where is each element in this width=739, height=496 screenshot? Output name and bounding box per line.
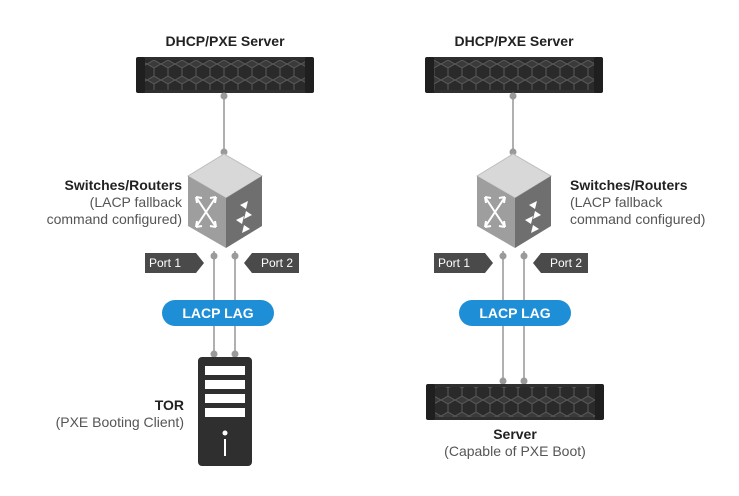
left-client-note: (PXE Booting Client) xyxy=(55,414,184,430)
left-switch-title: Switches/Routers xyxy=(64,177,182,193)
right-switch-arrows-icon xyxy=(525,201,541,233)
right-dhcp-title: DHCP/PXE Server xyxy=(454,33,574,49)
right-uplink-dot-top xyxy=(509,92,517,100)
left-port1-tag xyxy=(145,253,204,273)
left-link-2-dot-bottom xyxy=(231,350,239,358)
left-switch-note-2: command configured) xyxy=(46,211,182,227)
left-diagram xyxy=(136,57,314,466)
left-port2-tag xyxy=(244,253,299,273)
right-port1-label: Port 1 xyxy=(438,256,471,270)
left-tor-tower xyxy=(198,357,252,466)
right-client-title: Server xyxy=(493,426,537,442)
right-link-2-dot-top xyxy=(520,252,528,260)
left-uplink-dot-bottom xyxy=(220,148,228,156)
right-lag-label: LACP LAG xyxy=(479,305,551,321)
left-switch-cross-icon xyxy=(195,196,217,228)
left-dhcp-title: DHCP/PXE Server xyxy=(165,33,285,49)
right-diagram xyxy=(425,57,604,420)
right-switch xyxy=(476,153,552,248)
right-link-1-dot-top xyxy=(499,252,507,260)
right-link-1-dot-bottom xyxy=(499,377,507,385)
right-port2-label: Port 2 xyxy=(550,256,583,270)
right-switch-title: Switches/Routers xyxy=(570,177,688,193)
left-switch-arrows-icon xyxy=(236,201,252,233)
left-link-2-dot-top xyxy=(231,252,239,260)
left-link-1-dot-top xyxy=(210,252,218,260)
right-port1-tag xyxy=(434,253,493,273)
right-server-rack xyxy=(426,384,604,420)
left-switch-note-1: (LACP fallback xyxy=(89,194,182,210)
left-lag-label: LACP LAG xyxy=(182,305,254,321)
right-switch-note-1: (LACP fallback xyxy=(570,194,663,210)
right-link-2-dot-bottom xyxy=(520,377,528,385)
right-lag-pill xyxy=(459,300,571,326)
left-link-1-dot-bottom xyxy=(210,350,218,358)
right-uplink-dot-bottom xyxy=(509,148,517,156)
left-switch xyxy=(187,153,263,248)
left-client-title: TOR xyxy=(154,397,184,413)
right-switch-cross-icon xyxy=(484,196,506,228)
right-port2-tag xyxy=(533,253,588,273)
left-port2-label: Port 2 xyxy=(261,256,294,270)
left-dhcp-server xyxy=(136,57,314,93)
left-uplink-dot-top xyxy=(220,92,228,100)
right-client-note: (Capable of PXE Boot) xyxy=(444,443,586,459)
left-lag-pill xyxy=(162,300,274,326)
right-dhcp-server xyxy=(425,57,603,93)
right-switch-note-2: command configured) xyxy=(570,211,706,227)
left-port1-label: Port 1 xyxy=(149,256,182,270)
